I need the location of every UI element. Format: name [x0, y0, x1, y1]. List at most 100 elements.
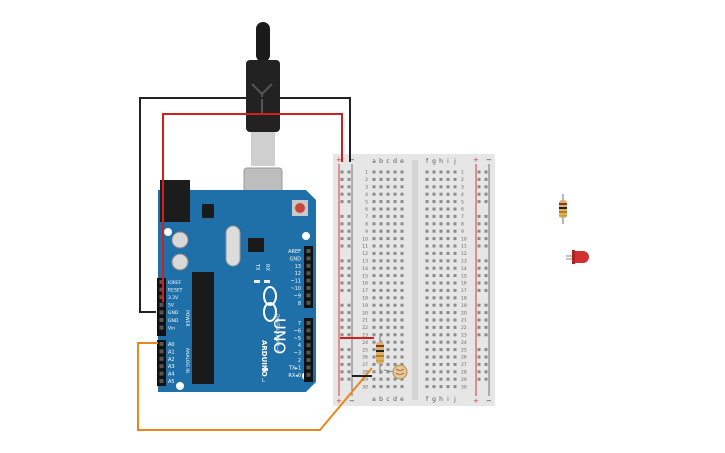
- breadboard-hole[interactable]: [446, 377, 450, 381]
- rail-hole[interactable]: [340, 355, 344, 359]
- breadboard-hole[interactable]: [386, 377, 390, 381]
- breadboard-hole[interactable]: [453, 370, 457, 374]
- rail-hole[interactable]: [340, 170, 344, 174]
- rail-hole[interactable]: [484, 244, 488, 248]
- power-pin[interactable]: [159, 280, 164, 284]
- breadboard-hole[interactable]: [379, 192, 383, 196]
- breadboard-hole[interactable]: [425, 229, 429, 233]
- rail-hole[interactable]: [484, 281, 488, 285]
- breadboard-hole[interactable]: [432, 281, 436, 285]
- breadboard-hole[interactable]: [386, 214, 390, 218]
- breadboard-hole[interactable]: [379, 170, 383, 174]
- digital-pin[interactable]: [306, 249, 311, 253]
- breadboard-hole[interactable]: [439, 177, 443, 181]
- rail-hole[interactable]: [340, 288, 344, 292]
- arduino-uno-board[interactable]: ARDUINO UNO TX RX L IOREFRESET3.3V5VGNDG…: [157, 180, 316, 392]
- breadboard-hole[interactable]: [446, 244, 450, 248]
- breadboard-hole[interactable]: [432, 311, 436, 315]
- breadboard-hole[interactable]: [432, 296, 436, 300]
- breadboard-hole[interactable]: [446, 266, 450, 270]
- power-pin[interactable]: [159, 325, 164, 330]
- rail-hole[interactable]: [340, 318, 344, 322]
- breadboard-hole[interactable]: [425, 170, 429, 174]
- rail-hole[interactable]: [477, 281, 481, 285]
- breadboard-hole[interactable]: [379, 244, 383, 248]
- rail-hole[interactable]: [347, 170, 351, 174]
- rail-hole[interactable]: [484, 355, 488, 359]
- rail-hole[interactable]: [347, 355, 351, 359]
- rail-hole[interactable]: [477, 170, 481, 174]
- rail-hole[interactable]: [347, 348, 351, 352]
- digital-pin[interactable]: [306, 343, 311, 348]
- rail-hole[interactable]: [484, 177, 488, 181]
- breadboard-hole[interactable]: [400, 170, 404, 174]
- rail-hole[interactable]: [347, 200, 351, 204]
- breadboard-hole[interactable]: [439, 207, 443, 211]
- breadboard-hole[interactable]: [446, 251, 450, 255]
- breadboard-hole[interactable]: [372, 311, 376, 315]
- breadboard-hole[interactable]: [372, 170, 376, 174]
- breadboard-hole[interactable]: [393, 281, 397, 285]
- breadboard-hole[interactable]: [439, 266, 443, 270]
- breadboard-hole[interactable]: [386, 274, 390, 278]
- breadboard-hole[interactable]: [372, 362, 376, 366]
- digital-pin[interactable]: [306, 372, 311, 377]
- breadboard-hole[interactable]: [379, 177, 383, 181]
- breadboard-hole[interactable]: [372, 333, 376, 337]
- breadboard-hole[interactable]: [372, 185, 376, 189]
- breadboard-hole[interactable]: [453, 325, 457, 329]
- digital-pin[interactable]: [306, 321, 311, 325]
- breadboard-hole[interactable]: [393, 244, 397, 248]
- digital-pin[interactable]: [306, 328, 311, 333]
- rail-hole[interactable]: [484, 266, 488, 270]
- breadboard-hole[interactable]: [425, 325, 429, 329]
- rail-hole[interactable]: [484, 229, 488, 233]
- breadboard-hole[interactable]: [446, 311, 450, 315]
- digital-pin[interactable]: [306, 256, 311, 261]
- wire-orange-a0[interactable]: [137, 342, 373, 431]
- breadboard-hole[interactable]: [453, 207, 457, 211]
- breadboard-hole[interactable]: [379, 185, 383, 189]
- power-pin[interactable]: [159, 295, 164, 300]
- breadboard-hole[interactable]: [439, 281, 443, 285]
- digital-pin[interactable]: [306, 263, 311, 268]
- breadboard-hole[interactable]: [393, 362, 397, 366]
- analog-pin[interactable]: [159, 349, 164, 354]
- breadboard-hole[interactable]: [439, 237, 443, 241]
- breadboard-hole[interactable]: [425, 259, 429, 263]
- breadboard-hole[interactable]: [425, 237, 429, 241]
- breadboard-hole[interactable]: [372, 192, 376, 196]
- rail-hole[interactable]: [340, 274, 344, 278]
- breadboard-hole[interactable]: [439, 377, 443, 381]
- rail-hole[interactable]: [347, 266, 351, 270]
- breadboard-hole[interactable]: [379, 333, 383, 337]
- breadboard-hole[interactable]: [453, 318, 457, 322]
- breadboard-hole[interactable]: [386, 370, 390, 374]
- breadboard-hole[interactable]: [453, 385, 457, 389]
- rail-hole[interactable]: [484, 362, 488, 366]
- rail-hole[interactable]: [477, 303, 481, 307]
- breadboard-hole[interactable]: [379, 251, 383, 255]
- rail-hole[interactable]: [484, 333, 488, 337]
- breadboard-hole[interactable]: [400, 362, 404, 366]
- rail-hole[interactable]: [477, 311, 481, 315]
- breadboard-hole[interactable]: [372, 200, 376, 204]
- breadboard-hole[interactable]: [372, 370, 376, 374]
- rail-hole[interactable]: [477, 244, 481, 248]
- rail-hole[interactable]: [347, 333, 351, 337]
- rail-hole[interactable]: [347, 259, 351, 263]
- breadboard-hole[interactable]: [379, 303, 383, 307]
- rail-hole[interactable]: [347, 192, 351, 196]
- breadboard-hole[interactable]: [425, 303, 429, 307]
- breadboard-hole[interactable]: [446, 207, 450, 211]
- breadboard-hole[interactable]: [386, 311, 390, 315]
- breadboard-hole[interactable]: [453, 333, 457, 337]
- breadboard-hole[interactable]: [379, 318, 383, 322]
- breadboard-hole[interactable]: [393, 229, 397, 233]
- rail-hole[interactable]: [477, 288, 481, 292]
- breadboard-hole[interactable]: [432, 192, 436, 196]
- rail-hole[interactable]: [347, 177, 351, 181]
- rail-hole[interactable]: [340, 192, 344, 196]
- breadboard-hole[interactable]: [439, 311, 443, 315]
- breadboard-hole[interactable]: [425, 377, 429, 381]
